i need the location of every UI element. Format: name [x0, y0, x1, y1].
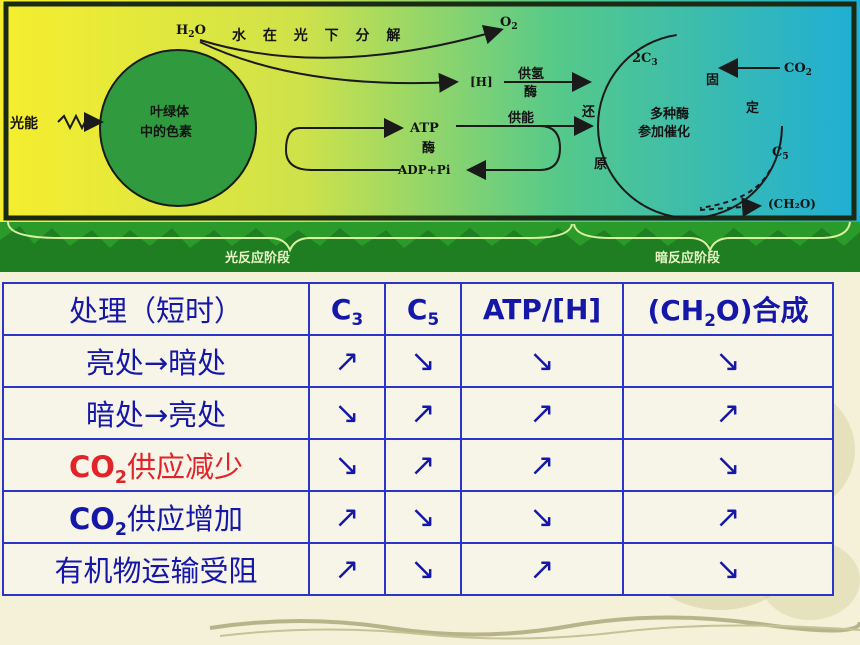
cell-ch2o: ↘: [622, 438, 834, 492]
cell-c3: ↘: [308, 386, 386, 440]
adp-label: ADP+Pi: [397, 163, 451, 177]
enzymes-label-line2: 参加催化: [638, 124, 690, 140]
reduce-label-2: 原: [594, 157, 607, 172]
cell-atp: ↗: [460, 386, 624, 440]
cell-ch2o: ↘: [622, 334, 834, 388]
cell-c5: ↘: [384, 490, 462, 544]
fix-label-1: 固: [706, 73, 719, 88]
c5-label: C5: [772, 145, 789, 162]
ch2o-arrow: [699, 197, 762, 218]
light-stage-bracket: [7, 221, 573, 253]
light-stage-label: 光反应阶段: [224, 250, 290, 266]
cell-atp: ↗: [460, 438, 624, 492]
grass-blades: [0, 226, 860, 272]
adp-return-line: [284, 127, 400, 171]
row-label: CO2供应增加: [2, 490, 310, 544]
header-c3: C3: [308, 282, 386, 336]
photosynthesis-diagram: 光反应阶段 暗反应阶段 叶绿体 中的色素 光能 H2O 水 在 光 下 分 解 …: [0, 0, 860, 272]
row-label: 暗处→亮处: [2, 386, 310, 440]
cell-atp: ↘: [460, 490, 624, 544]
cell-ch2o: ↗: [622, 490, 834, 544]
cell-c5: ↘: [384, 542, 462, 596]
table-row: 暗处→亮处 ↘ ↗ ↗ ↗: [2, 386, 834, 440]
reduce-label-1: 还: [581, 104, 596, 120]
diagram-canvas: 光反应阶段 暗反应阶段 叶绿体 中的色素 光能 H2O 水 在 光 下 分 解 …: [0, 1, 860, 272]
header-treatment: 处理（短时）: [2, 282, 310, 336]
cell-atp: ↗: [460, 542, 624, 596]
cell-c5: ↗: [384, 386, 462, 440]
cell-c3: ↘: [308, 438, 386, 492]
cell-ch2o: ↗: [622, 386, 834, 440]
hydrogen-label: [H]: [470, 75, 493, 89]
sunlight-arrow: [57, 112, 104, 132]
supply-energy-label: 供能: [507, 110, 534, 126]
vine-decoration: [209, 615, 860, 640]
header-ch2o: (CH2O)合成: [622, 282, 834, 336]
comparison-table: 处理（短时） C3 C5 ATP/[H] (CH2O)合成 亮处→暗处 ↗ ↘ …: [2, 282, 834, 596]
hydrogen-arrow: [199, 41, 459, 93]
cell-c5: ↘: [384, 334, 462, 388]
enzyme-label: 酶: [422, 140, 435, 156]
oxygen-arrow: [199, 24, 504, 59]
water-split-label: 水 在 光 下 分 解: [232, 27, 406, 44]
table-row: CO2供应增加 ↗ ↘ ↘ ↗: [2, 490, 834, 544]
diagram-frame: [3, 1, 857, 221]
cell-atp: ↘: [460, 334, 624, 388]
oxygen-label: O2: [500, 15, 518, 32]
energy-loop: [456, 125, 562, 180]
table-row: 有机物运输受阻 ↗ ↘ ↗ ↘: [2, 542, 834, 596]
co2-label: CO2: [784, 61, 812, 78]
water-label: H2O: [176, 23, 206, 40]
fix-label-2: 定: [745, 100, 759, 116]
dark-stage-label: 暗反应阶段: [655, 250, 720, 266]
comparison-table-wrapper: 处理（短时） C3 C5 ATP/[H] (CH2O)合成 亮处→暗处 ↗ ↘ …: [2, 282, 834, 596]
cell-c3: ↗: [308, 490, 386, 544]
dark-stage-bracket: [573, 221, 851, 253]
row-label-highlighted: CO2供应减少: [2, 438, 310, 492]
table-row: CO2供应减少 ↘ ↗ ↗ ↘: [2, 438, 834, 492]
sunlight-label: 光能: [9, 115, 38, 132]
table-header-row: 处理（短时） C3 C5 ATP/[H] (CH2O)合成: [2, 282, 834, 336]
cell-c3: ↗: [308, 334, 386, 388]
enzyme-label-top: 酶: [524, 84, 537, 100]
pigment-label-line1: 叶绿体: [150, 104, 190, 120]
cell-c3: ↗: [308, 542, 386, 596]
enzymes-label-line1: 多种酶: [650, 106, 689, 122]
row-label: 亮处→暗处: [2, 334, 310, 388]
cell-ch2o: ↘: [622, 542, 834, 596]
header-c5: C5: [384, 282, 462, 336]
c3-top-label: 2C3: [632, 51, 658, 68]
cell-c5: ↗: [384, 438, 462, 492]
pigment-label-line2: 中的色素: [140, 124, 192, 140]
c5-dashed-link: [699, 169, 771, 209]
table-row: 亮处→暗处 ↗ ↘ ↘ ↘: [2, 334, 834, 388]
row-label: 有机物运输受阻: [2, 542, 310, 596]
atp-label: ATP: [409, 121, 439, 136]
header-atp-h: ATP/[H]: [460, 282, 624, 336]
supply-h-label: 供氢: [517, 66, 544, 82]
calvin-cycle-ring: [597, 33, 783, 219]
ch2o-label: (CH₂O): [768, 197, 816, 211]
